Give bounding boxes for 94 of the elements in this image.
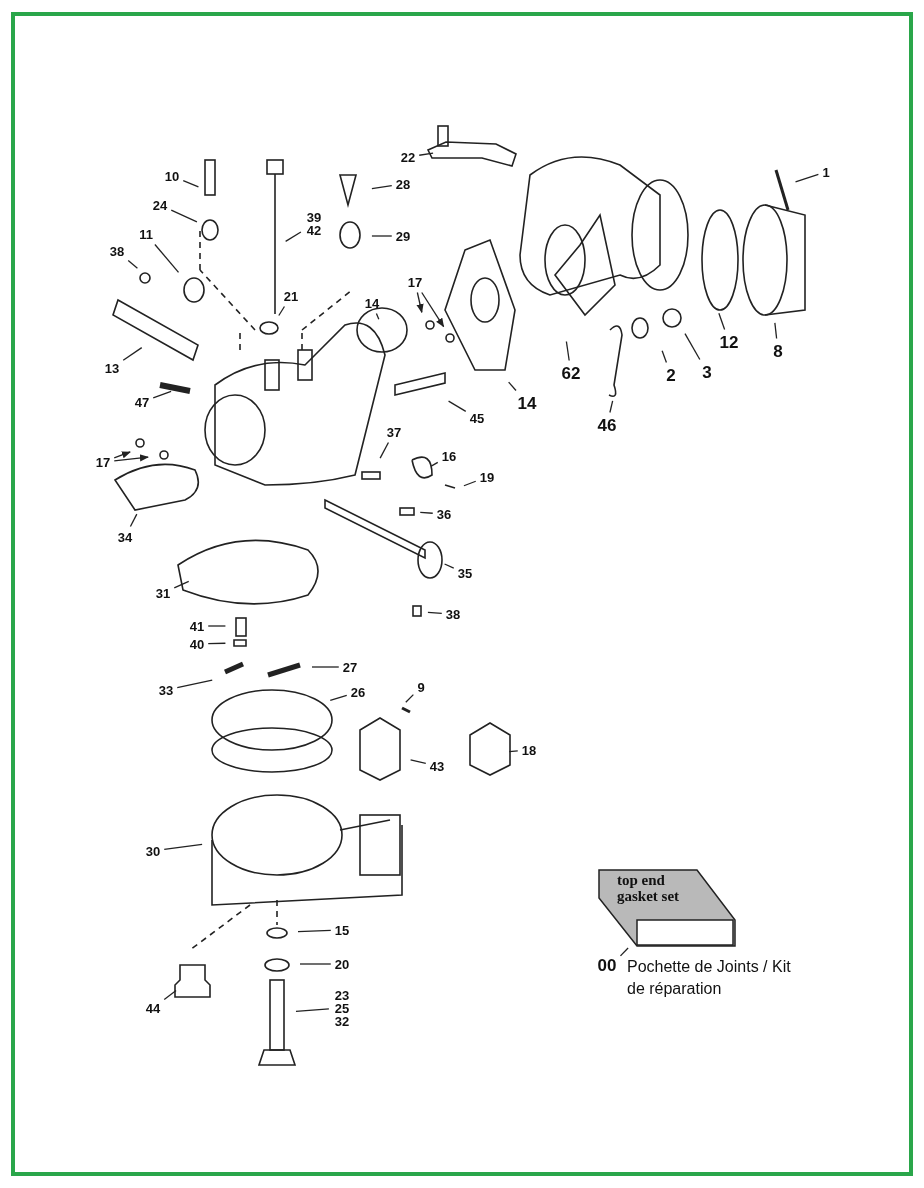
leader-line xyxy=(173,580,190,589)
callout-number: 35 xyxy=(457,566,473,580)
callout-number: 47 xyxy=(134,395,150,409)
callout-number: 22 xyxy=(400,150,416,164)
callout-number: 15 xyxy=(334,923,350,937)
callout-number: 2 xyxy=(666,366,676,384)
leader-line xyxy=(375,312,380,320)
kit-description: Pochette de Joints / Kit de réparation xyxy=(627,957,792,999)
callout-number: 38 xyxy=(109,244,125,258)
callout-number: 45 xyxy=(469,411,485,425)
callout-number: 46 xyxy=(597,416,617,434)
callout-number: 19 xyxy=(479,470,495,484)
callout-number: 23 25 32 xyxy=(332,988,352,1028)
callout-number: 16 xyxy=(441,449,457,463)
callout-number: 21 xyxy=(283,289,299,303)
callout-number: 11 xyxy=(139,227,153,241)
leader-line xyxy=(163,989,177,1001)
callout-number: 41 xyxy=(189,619,205,633)
leader-line xyxy=(718,312,726,331)
leader-line xyxy=(295,1008,330,1012)
leader-line xyxy=(774,322,778,340)
leader-line xyxy=(127,259,139,269)
leader-line xyxy=(371,185,393,190)
callout-number: 34 xyxy=(117,530,133,544)
leader-line xyxy=(619,947,629,957)
leader-line xyxy=(154,243,180,273)
leader-line xyxy=(299,963,332,965)
leader-line xyxy=(463,480,477,487)
leader-line xyxy=(122,347,143,361)
leader-line xyxy=(371,235,393,237)
leader-line xyxy=(427,611,443,614)
leader-line xyxy=(163,843,203,851)
leader-line xyxy=(421,291,445,328)
leader-line xyxy=(508,750,519,753)
gasket-kit-package: top end gasket set xyxy=(597,868,737,948)
callout-number: 37 xyxy=(386,425,402,439)
leader-line xyxy=(129,513,138,528)
callout-number: 29 xyxy=(395,229,411,243)
leader-line xyxy=(182,180,200,188)
leader-line xyxy=(661,350,668,364)
leader-line xyxy=(285,231,302,242)
leader-line xyxy=(794,173,820,183)
callout-number: 44 xyxy=(145,1001,161,1015)
leader-line xyxy=(443,563,455,569)
leader-line xyxy=(447,400,467,412)
callout-number: 12 xyxy=(719,333,739,351)
callout-number: 20 xyxy=(334,957,350,971)
callout-number: 17 xyxy=(95,455,111,469)
callout-number: 14 xyxy=(364,296,380,310)
callout-number: 40 xyxy=(189,637,205,651)
callout-number: 43 xyxy=(429,759,445,773)
callout-number: 33 xyxy=(158,683,174,697)
callout-number: 8 xyxy=(773,342,783,360)
leader-line xyxy=(684,333,701,361)
callout-number: 00 xyxy=(597,956,617,974)
callout-number: 9 xyxy=(417,680,425,694)
leader-line xyxy=(170,209,198,223)
leader-line xyxy=(409,759,427,764)
callout-number: 13 xyxy=(104,361,120,375)
callout-number: 10 xyxy=(164,169,180,183)
leader-line xyxy=(297,929,332,933)
callout-number: 27 xyxy=(342,660,358,674)
callout-number: 1 xyxy=(822,165,830,179)
leader-line xyxy=(329,694,348,702)
callout-number: 18 xyxy=(521,743,537,757)
leader-line xyxy=(207,642,227,645)
leader-line xyxy=(508,381,517,392)
leader-line xyxy=(113,451,131,459)
leader-line xyxy=(416,291,424,314)
leader-line xyxy=(113,454,149,462)
callout-number: 24 xyxy=(152,198,168,212)
leader-line xyxy=(311,666,340,668)
callout-number: 28 xyxy=(395,177,411,191)
callout-number: 3 xyxy=(702,363,712,381)
callout-number: 31 xyxy=(155,586,171,600)
leader-line xyxy=(418,152,434,156)
callout-number: 38 xyxy=(445,607,461,621)
leader-line xyxy=(430,461,439,467)
leader-line xyxy=(152,390,172,399)
leader-line xyxy=(176,679,213,689)
leader-line xyxy=(379,441,390,459)
leader-line xyxy=(565,340,570,362)
callout-number: 36 xyxy=(436,507,452,521)
leader-line xyxy=(609,400,614,414)
callout-number: 17 xyxy=(407,275,423,289)
leader-line xyxy=(278,305,286,317)
callout-number: 39 42 xyxy=(304,211,324,237)
callout-number: 14 xyxy=(517,394,537,412)
leader-line xyxy=(207,625,227,627)
leader-line xyxy=(419,511,434,514)
callout-number: 62 xyxy=(561,364,581,382)
leader-line xyxy=(405,693,415,703)
callout-number: 30 xyxy=(145,844,161,858)
callout-number: 26 xyxy=(350,685,366,699)
